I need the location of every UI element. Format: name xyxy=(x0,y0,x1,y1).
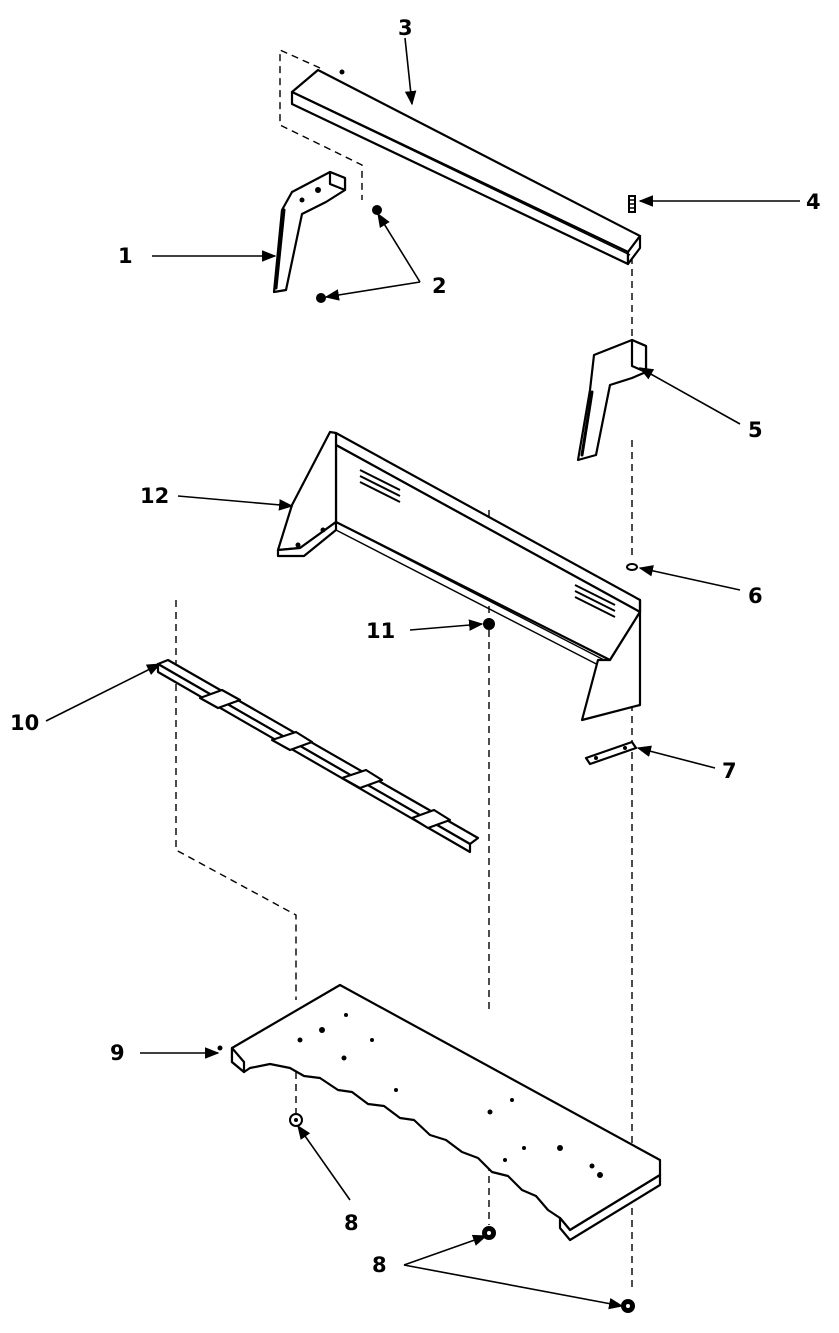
part-7-clip xyxy=(584,740,638,766)
part-12-shelf-bin xyxy=(276,430,642,722)
callout-3: 3 xyxy=(398,16,413,40)
part-11-nut xyxy=(483,618,495,630)
leader-lines xyxy=(45,37,800,1310)
callout-4: 4 xyxy=(806,190,821,214)
part-3-top-shelf xyxy=(290,68,642,266)
callouts: 1 2 3 4 5 6 7 8 8 9 10 11 12 xyxy=(10,16,821,1277)
callout-6: 6 xyxy=(748,584,763,608)
callout-9: 9 xyxy=(110,1041,125,1065)
callout-2: 2 xyxy=(432,274,447,298)
callout-8-left: 8 xyxy=(344,1211,359,1235)
callout-7: 7 xyxy=(722,759,737,783)
part-9-base-plate xyxy=(217,983,662,1242)
callout-10: 10 xyxy=(10,711,39,735)
part-5-right-bracket xyxy=(576,338,648,462)
callout-5: 5 xyxy=(748,418,763,442)
callout-12: 12 xyxy=(140,484,169,508)
part-2-nuts xyxy=(316,205,382,303)
callout-11: 11 xyxy=(366,619,395,643)
callout-8-bottom: 8 xyxy=(372,1253,387,1277)
part-6-washer xyxy=(626,563,638,571)
part-4-screw xyxy=(628,195,636,213)
part-1-left-bracket xyxy=(272,170,347,294)
part-10-mounting-rail xyxy=(156,658,480,854)
callout-1: 1 xyxy=(118,244,133,268)
